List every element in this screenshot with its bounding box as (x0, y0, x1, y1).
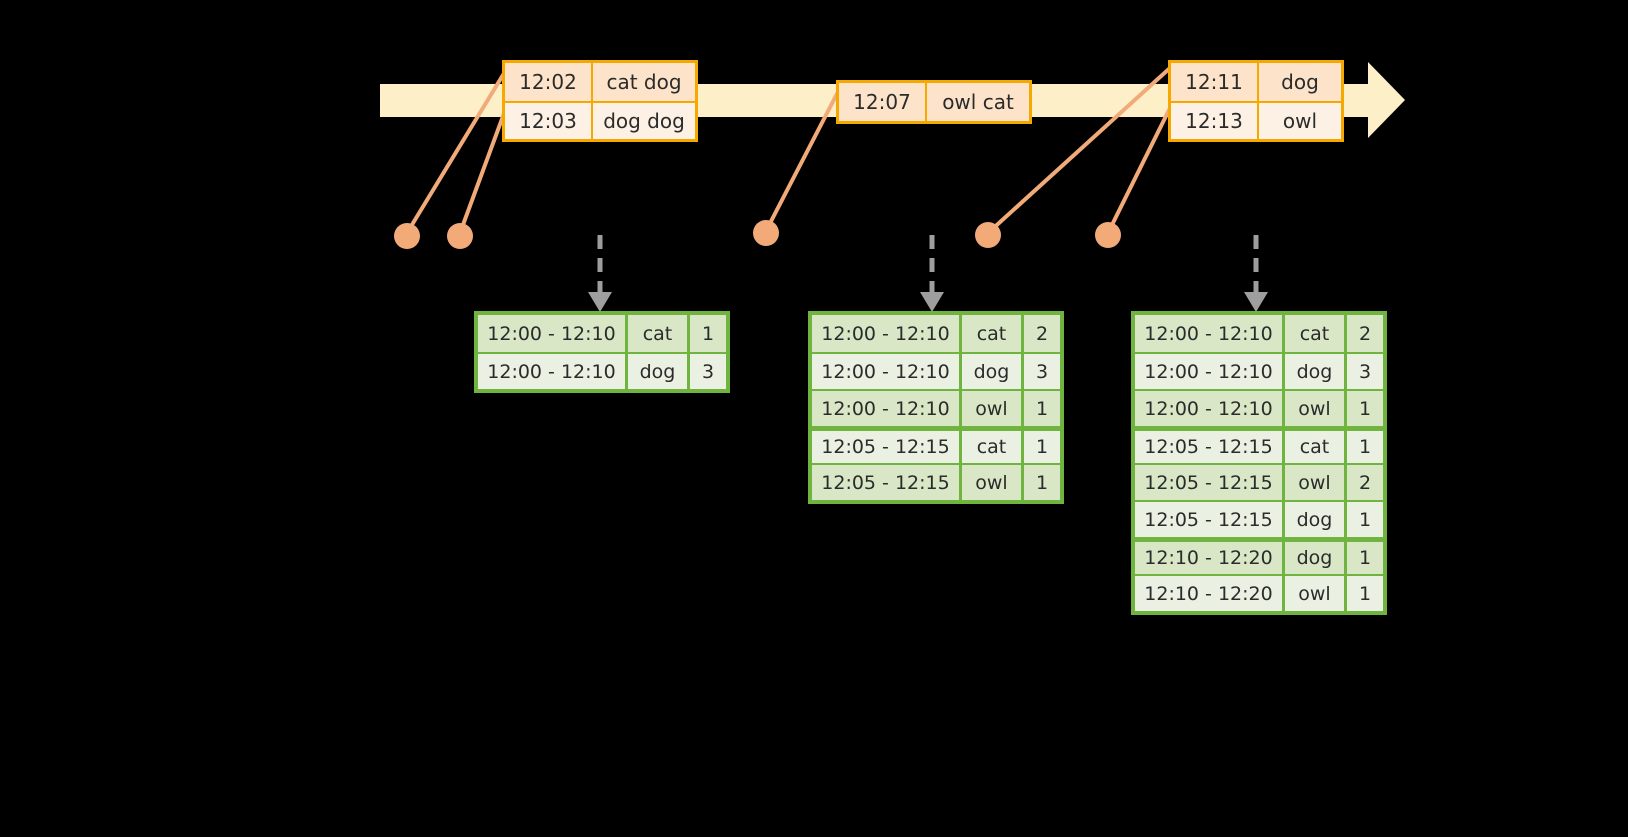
result-table-3[interactable]: 12:00 - 12:10 cat 2 12:00 - 12:10 dog 3 … (1131, 311, 1387, 615)
cell-count: 1 (1347, 431, 1383, 463)
table-row[interactable]: 12:10 - 12:20 owl 1 (1135, 574, 1383, 611)
cell-window: 12:00 - 12:10 (478, 354, 628, 389)
emit-arrow-head-3 (1244, 292, 1268, 312)
cell-window: 12:05 - 12:15 (1135, 502, 1285, 537)
table-row[interactable]: 12:00 - 12:10 cat 1 (478, 315, 726, 352)
cell-word: owl (962, 391, 1024, 426)
event-group-2[interactable]: 12:07 owl cat (836, 80, 1032, 124)
cell-count: 3 (690, 354, 726, 389)
cell-window: 12:00 - 12:10 (1135, 391, 1285, 426)
event-row[interactable]: 12:03 dog dog (505, 101, 695, 139)
table-row[interactable]: 12:00 - 12:10 owl 1 (812, 389, 1060, 426)
cell-word: cat (1285, 431, 1347, 463)
cell-count: 2 (1347, 465, 1383, 500)
cell-window: 12:00 - 12:10 (812, 354, 962, 389)
event-row[interactable]: 12:02 cat dog (505, 63, 695, 101)
result-table-2[interactable]: 12:00 - 12:10 cat 2 12:00 - 12:10 dog 3 … (808, 311, 1064, 504)
table-row[interactable]: 12:05 - 12:15 owl 2 (1135, 463, 1383, 500)
cell-word: owl (1285, 576, 1347, 611)
event-words: cat dog (593, 63, 695, 101)
event-group-1[interactable]: 12:02 cat dog 12:03 dog dog (502, 60, 698, 142)
connector-line-3 (764, 87, 842, 232)
event-group-3[interactable]: 12:11 dog 12:13 owl (1168, 60, 1344, 142)
table-row[interactable]: 12:00 - 12:10 dog 3 (478, 352, 726, 389)
event-words: dog (1259, 63, 1341, 101)
connector-line-4 (986, 66, 1172, 235)
cell-word: owl (1285, 465, 1347, 500)
table-row[interactable]: 12:05 - 12:15 cat 1 (1135, 426, 1383, 463)
cell-word: dog (962, 354, 1024, 389)
cell-window: 12:10 - 12:20 (1135, 542, 1285, 574)
event-time: 12:11 (1171, 63, 1259, 101)
table-row[interactable]: 12:00 - 12:10 owl 1 (1135, 389, 1383, 426)
connector-line-5 (1106, 107, 1172, 234)
cell-word: dog (1285, 354, 1347, 389)
cell-window: 12:00 - 12:10 (1135, 354, 1285, 389)
event-time: 12:02 (505, 63, 593, 101)
cell-window: 12:10 - 12:20 (1135, 576, 1285, 611)
cell-window: 12:00 - 12:10 (812, 315, 962, 352)
event-words: dog dog (593, 103, 695, 139)
cell-count: 1 (1024, 465, 1060, 500)
cell-count: 2 (1347, 315, 1383, 352)
cell-window: 12:05 - 12:15 (812, 431, 962, 463)
cell-word: cat (962, 431, 1024, 463)
connector-line-1 (405, 68, 508, 235)
cell-window: 12:05 - 12:15 (1135, 465, 1285, 500)
emit-arrow-head-2 (920, 292, 944, 312)
cell-word: cat (1285, 315, 1347, 352)
cell-word: dog (1285, 502, 1347, 537)
cell-window: 12:00 - 12:10 (1135, 315, 1285, 352)
event-dot-5 (1095, 222, 1121, 248)
cell-count: 3 (1347, 354, 1383, 389)
event-words: owl cat (927, 83, 1029, 121)
cell-window: 12:05 - 12:15 (1135, 431, 1285, 463)
cell-window: 12:05 - 12:15 (812, 465, 962, 500)
cell-word: dog (1285, 542, 1347, 574)
table-row[interactable]: 12:05 - 12:15 dog 1 (1135, 500, 1383, 537)
event-dot-3 (753, 220, 779, 246)
cell-window: 12:00 - 12:10 (812, 391, 962, 426)
cell-count: 1 (1347, 502, 1383, 537)
table-row[interactable]: 12:05 - 12:15 owl 1 (812, 463, 1060, 500)
event-time: 12:07 (839, 83, 927, 121)
cell-word: cat (628, 315, 690, 352)
cell-count: 3 (1024, 354, 1060, 389)
event-time: 12:03 (505, 103, 593, 139)
event-dot-2 (447, 223, 473, 249)
event-row[interactable]: 12:07 owl cat (839, 83, 1029, 121)
cell-count: 1 (1347, 391, 1383, 426)
table-row[interactable]: 12:00 - 12:10 cat 2 (1135, 315, 1383, 352)
table-row[interactable]: 12:05 - 12:15 cat 1 (812, 426, 1060, 463)
result-table-1[interactable]: 12:00 - 12:10 cat 1 12:00 - 12:10 dog 3 (474, 311, 730, 393)
cell-count: 1 (1347, 576, 1383, 611)
event-dot-4 (975, 222, 1001, 248)
connector-line-2 (458, 107, 508, 234)
table-row[interactable]: 12:00 - 12:10 cat 2 (812, 315, 1060, 352)
timeline-arrowhead (1368, 62, 1405, 138)
cell-count: 1 (1347, 542, 1383, 574)
cell-count: 1 (690, 315, 726, 352)
emit-arrow-head-1 (588, 292, 612, 312)
cell-word: owl (1285, 391, 1347, 426)
event-dot-1 (394, 223, 420, 249)
cell-word: owl (962, 465, 1024, 500)
cell-window: 12:00 - 12:10 (478, 315, 628, 352)
table-row[interactable]: 12:00 - 12:10 dog 3 (812, 352, 1060, 389)
cell-count: 1 (1024, 391, 1060, 426)
cell-word: cat (962, 315, 1024, 352)
event-words: owl (1259, 103, 1341, 139)
table-row[interactable]: 12:10 - 12:20 dog 1 (1135, 537, 1383, 574)
cell-count: 1 (1024, 431, 1060, 463)
event-row[interactable]: 12:11 dog (1171, 63, 1341, 101)
event-row[interactable]: 12:13 owl (1171, 101, 1341, 139)
event-time: 12:13 (1171, 103, 1259, 139)
table-row[interactable]: 12:00 - 12:10 dog 3 (1135, 352, 1383, 389)
cell-word: dog (628, 354, 690, 389)
cell-count: 2 (1024, 315, 1060, 352)
